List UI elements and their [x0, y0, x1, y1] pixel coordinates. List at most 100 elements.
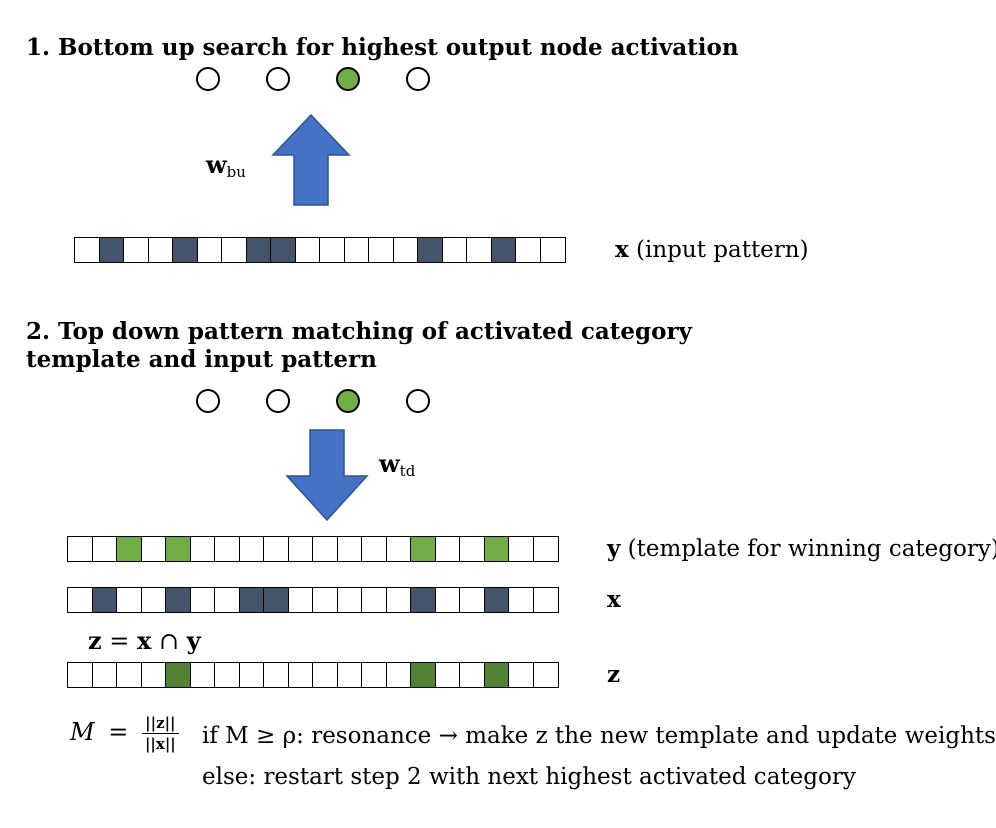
w-td-subscript: td: [399, 462, 416, 480]
output-node: [406, 67, 430, 91]
pattern-cell: [336, 662, 363, 688]
pattern-cell: [392, 237, 419, 263]
pattern-cell: [189, 587, 216, 613]
input-pattern-strip-step1: [74, 237, 566, 263]
pattern-cell: [336, 536, 363, 562]
pattern-cell: [214, 587, 240, 613]
pattern-cell: [67, 587, 93, 613]
pattern-cell-active: [165, 662, 191, 688]
pattern-cell: [319, 237, 345, 263]
pattern-cell-active: [483, 662, 510, 688]
pattern-cell: [196, 237, 223, 263]
pattern-cell-active: [483, 536, 510, 562]
output-node-winner: [336, 67, 360, 91]
pattern-cell: [441, 237, 468, 263]
pattern-cell: [140, 662, 167, 688]
output-node: [196, 389, 220, 413]
formula-equals: =: [108, 718, 129, 746]
pattern-cell-active: [165, 587, 191, 613]
fraction-numerator: ||z||: [142, 714, 179, 734]
w-bu-label: wbu: [206, 150, 246, 181]
input-pattern-text: (input pattern): [628, 237, 809, 263]
pattern-cell: [434, 587, 461, 613]
template-pattern-text: (template for winning category): [620, 536, 996, 562]
fraction-denominator: ||x||: [144, 735, 176, 753]
pattern-cell-active: [116, 536, 142, 562]
top-down-arrow: [285, 429, 369, 522]
pattern-cell-active: [263, 587, 289, 613]
pattern-cell: [343, 237, 370, 263]
output-node: [266, 389, 290, 413]
y-symbol: y: [607, 535, 621, 562]
equals-sign: =: [101, 627, 138, 655]
pattern-cell: [361, 662, 387, 688]
pattern-cell: [508, 587, 534, 613]
template-pattern-strip: [67, 536, 559, 562]
pattern-cell: [140, 587, 167, 613]
pattern-cell: [515, 237, 541, 263]
pattern-cell-active: [410, 536, 436, 562]
pattern-cell: [532, 662, 559, 688]
pattern-cell: [74, 237, 100, 263]
pattern-cell: [294, 237, 321, 263]
pattern-cell: [91, 662, 118, 688]
pattern-cell: [459, 536, 485, 562]
pattern-cell: [368, 237, 394, 263]
pattern-cell-active: [417, 237, 443, 263]
y-symbol: y: [186, 626, 201, 655]
input-pattern-label: x (input pattern): [615, 236, 809, 264]
pattern-cell: [385, 662, 412, 688]
bottom-up-arrow: [271, 113, 351, 206]
pattern-cell: [539, 237, 566, 263]
pattern-cell-active: [410, 587, 436, 613]
x-label-step2: x: [607, 586, 621, 614]
pattern-cell: [312, 587, 338, 613]
pattern-cell: [508, 536, 534, 562]
pattern-cell: [140, 536, 167, 562]
w-td-symbol: w: [379, 449, 400, 478]
pattern-cell: [385, 587, 412, 613]
pattern-cell: [123, 237, 149, 263]
output-node-winner: [336, 389, 360, 413]
pattern-cell: [91, 536, 118, 562]
pattern-cell: [238, 662, 265, 688]
pattern-cell-active: [483, 587, 510, 613]
pattern-cell: [67, 662, 93, 688]
pattern-cell-active: [172, 237, 198, 263]
pattern-cell: [361, 587, 387, 613]
pattern-cell: [508, 662, 534, 688]
pattern-cell: [385, 536, 412, 562]
pattern-cell: [116, 587, 142, 613]
pattern-cell-active: [270, 237, 296, 263]
pattern-cell: [214, 536, 240, 562]
pattern-cell: [434, 536, 461, 562]
w-bu-symbol: w: [206, 150, 227, 179]
pattern-cell: [312, 662, 338, 688]
z-label: z: [607, 661, 620, 689]
w-td-label: wtd: [379, 449, 415, 480]
pattern-cell: [459, 587, 485, 613]
pattern-cell-active: [91, 587, 118, 613]
reset-rule: else: restart step 2 with next highest a…: [202, 764, 856, 790]
pattern-cell: [532, 587, 559, 613]
pattern-cell: [263, 536, 289, 562]
x-symbol: x: [615, 236, 629, 263]
pattern-cell: [287, 587, 314, 613]
pattern-cell: [67, 536, 93, 562]
pattern-cell: [214, 662, 240, 688]
x-symbol: x: [137, 626, 152, 655]
match-fraction: ||z|| ||x||: [142, 714, 179, 753]
pattern-cell: [434, 662, 461, 688]
intersection-equation: z = x ∩ y: [88, 626, 201, 656]
input-pattern-strip-step2: [67, 587, 559, 613]
pattern-cell: [466, 237, 492, 263]
pattern-cell: [147, 237, 174, 263]
x-symbol: x: [607, 586, 621, 613]
z-symbol: z: [88, 626, 102, 655]
z-symbol: z: [607, 661, 621, 688]
pattern-cell: [287, 536, 314, 562]
pattern-cell-active: [490, 237, 517, 263]
output-node: [266, 67, 290, 91]
pattern-cell: [361, 536, 387, 562]
pattern-cell: [312, 536, 338, 562]
